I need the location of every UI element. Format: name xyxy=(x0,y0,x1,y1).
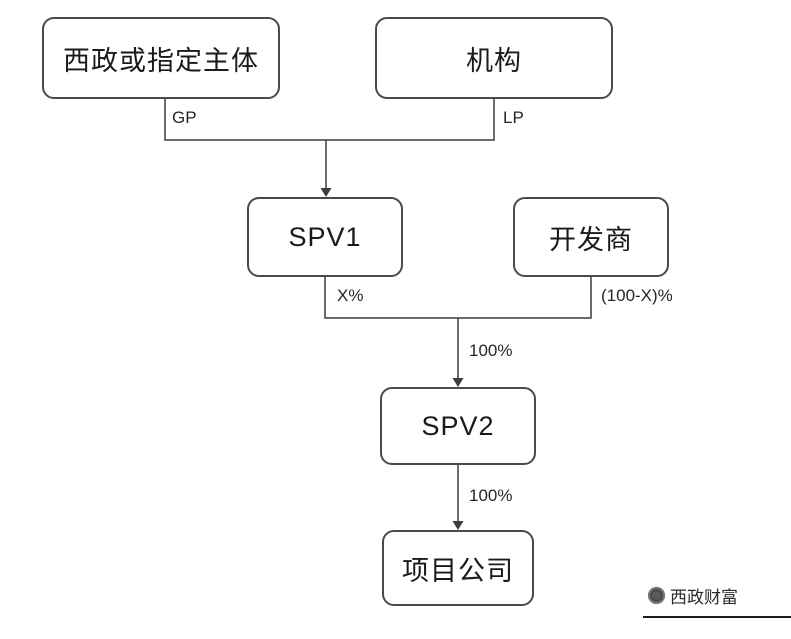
node-developer-label: 开发商 xyxy=(549,224,633,255)
edge-label-x-percent: X% xyxy=(337,286,364,305)
node-spv2: SPV2 xyxy=(380,387,536,465)
node-institution-label: 机构 xyxy=(466,45,522,76)
node-developer: 开发商 xyxy=(513,197,669,277)
node-spv1: SPV1 xyxy=(247,197,403,277)
node-institution: 机构 xyxy=(375,17,613,99)
node-project-company-label: 项目公司 xyxy=(402,555,514,586)
node-project-company: 项目公司 xyxy=(382,530,534,606)
node-xizheng-entity: 西政或指定主体 xyxy=(42,17,280,99)
edge-label-100-percent-spv2: 100% xyxy=(469,341,513,360)
node-spv2-label: SPV2 xyxy=(421,410,495,441)
edge-label-100-minus-x-percent: (100-X)% xyxy=(601,286,673,305)
watermark-underline xyxy=(643,616,791,618)
watermark: 西政财富 xyxy=(648,583,738,608)
node-spv1-label: SPV1 xyxy=(288,221,362,252)
watermark-text: 西政财富 xyxy=(670,588,738,607)
edge-label-100-percent-project: 100% xyxy=(469,486,513,505)
node-xizheng-label: 西政或指定主体 xyxy=(63,45,259,76)
connector-mid-merge xyxy=(324,277,592,319)
arrowhead-project xyxy=(452,521,464,530)
edge-label-lp: LP xyxy=(503,108,524,127)
arrowhead-spv1 xyxy=(320,188,332,197)
edge-label-gp: GP xyxy=(172,108,197,127)
globe-icon xyxy=(648,587,665,604)
connector-top-merge xyxy=(164,99,495,141)
arrowhead-spv2 xyxy=(452,378,464,387)
